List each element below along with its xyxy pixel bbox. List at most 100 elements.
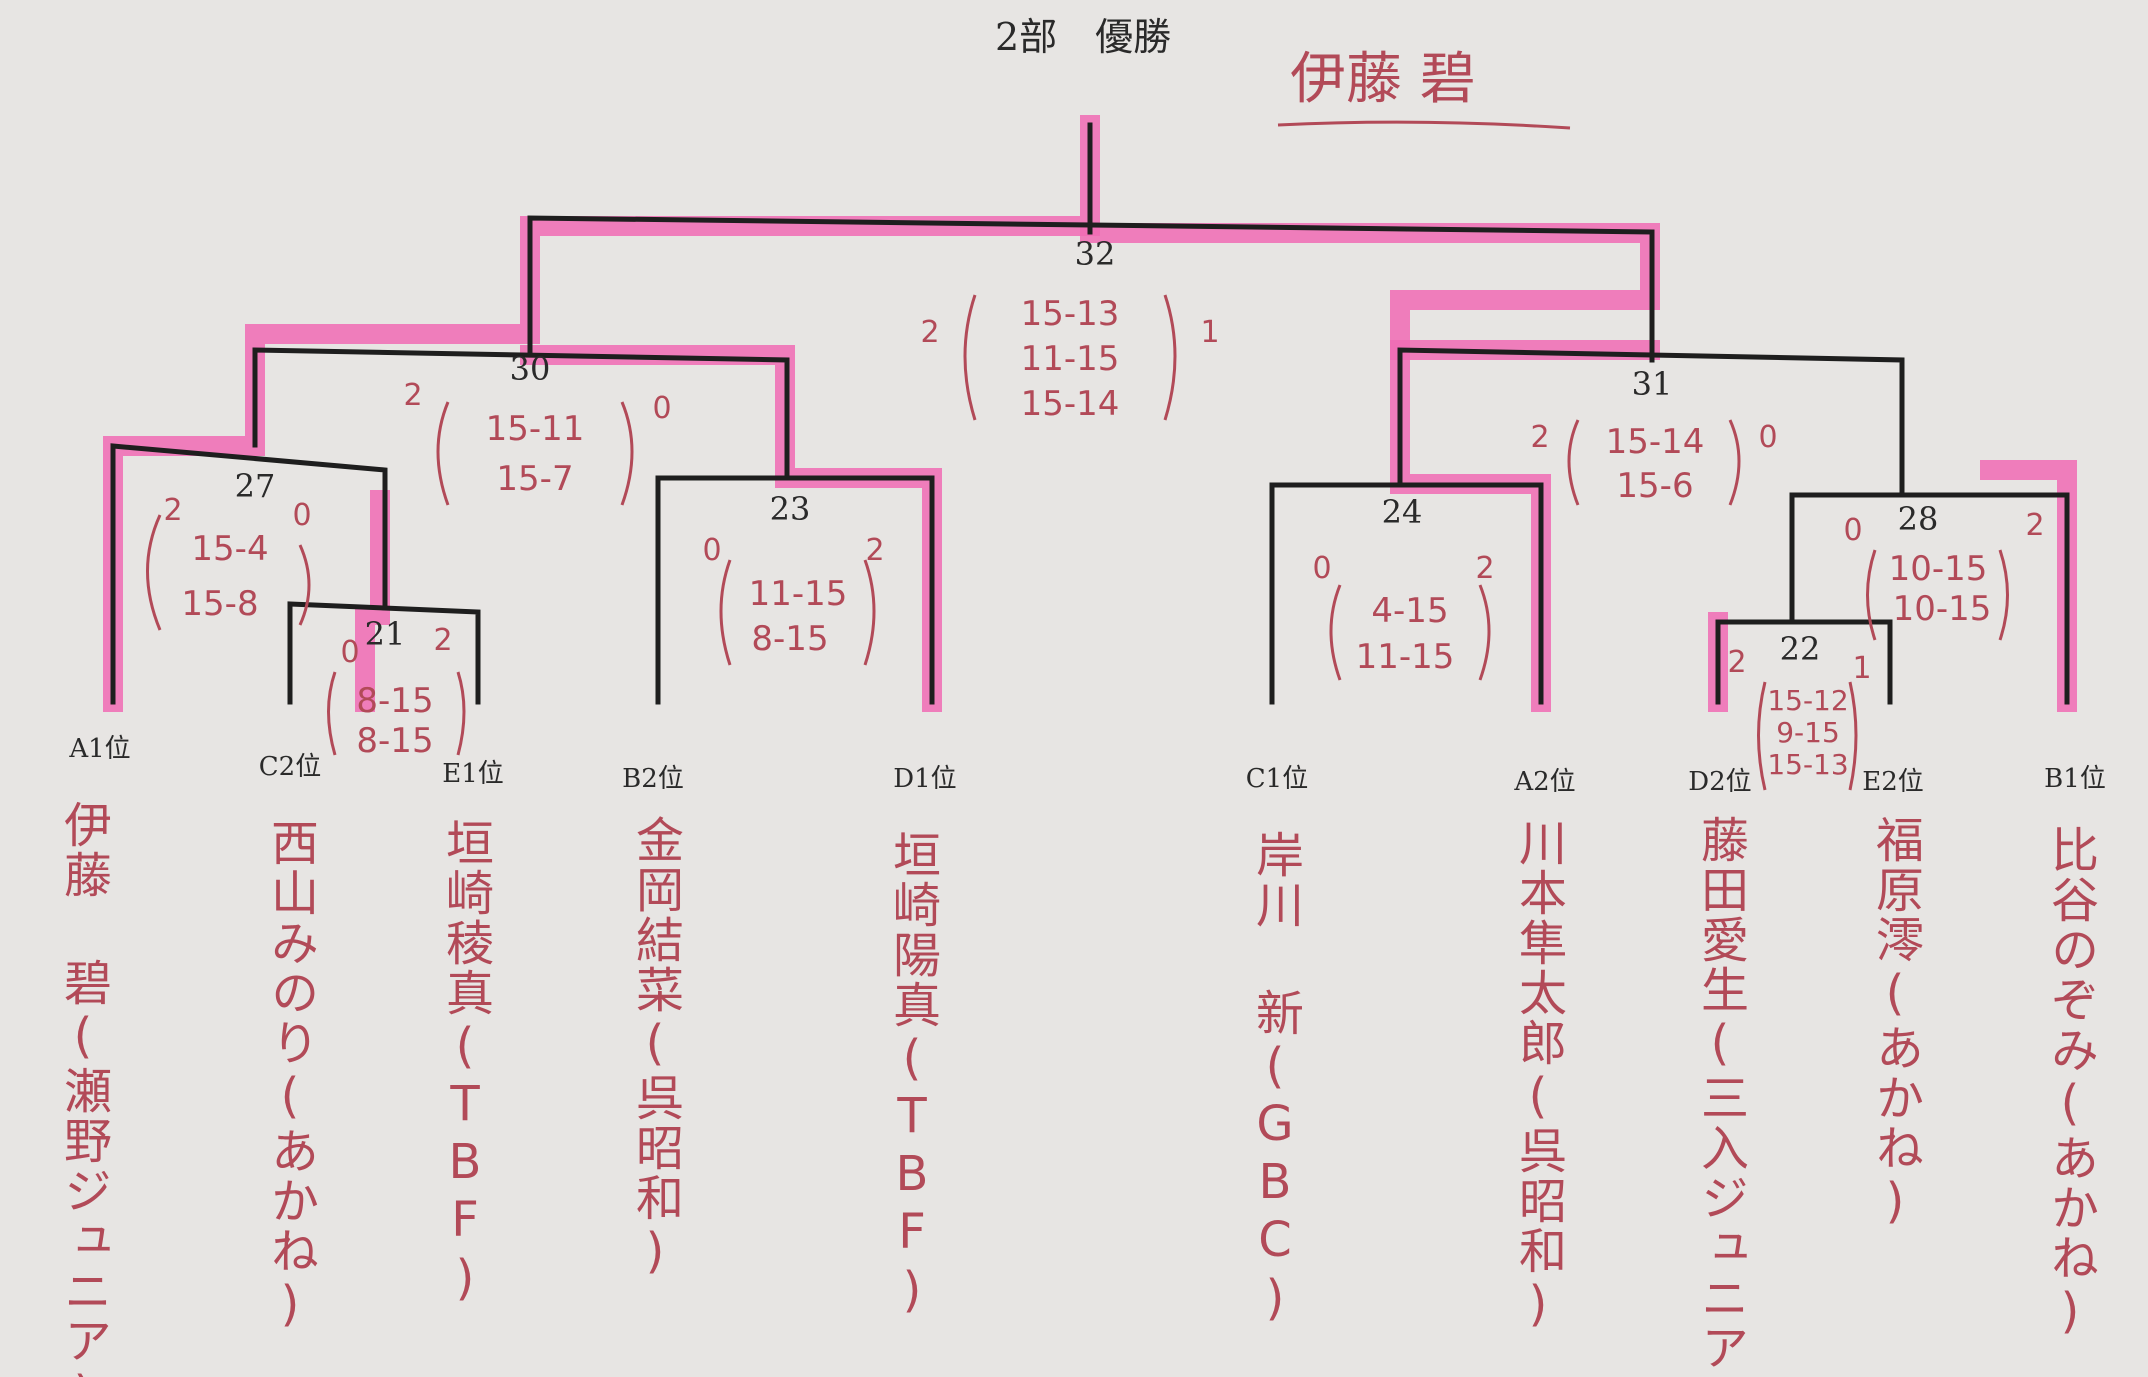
score-21: 0 2 8-15 8-15 [327,623,466,761]
match-number: 31 [1632,365,1673,403]
player-name: 岸川 新(GBC) [1247,830,1303,1328]
games-left: 2 [403,378,422,413]
slot-label: D2位 [1688,767,1751,797]
set-score: 15-4 [191,529,268,569]
games-left: 2 [1530,420,1549,455]
slot-label: A1位 [68,734,130,764]
score-23: 0 2 11-15 8-15 [702,533,885,666]
set-score: 15-14 [1606,422,1705,462]
player-names: 伊藤 碧(瀬野ジュニア) 西山みのり(あかね) 垣崎稜真(TBF) 金岡結菜(呉… [55,800,2098,1377]
games-right: 0 [652,391,671,426]
set-score: 10-15 [1889,549,1988,589]
slot-label: E2位 [1862,767,1924,797]
paren-right [863,559,876,666]
slot-label: A2位 [1513,767,1575,797]
games-left: 0 [1843,513,1862,548]
set-score: 8-15 [356,681,433,721]
set-score: 8-15 [751,619,828,659]
paren-left [146,514,162,631]
paren-right [1478,584,1491,681]
slot-label: D1位 [893,764,956,794]
slot-label: B1位 [2044,764,2106,794]
set-score: 11-15 [749,574,848,614]
games-left: 0 [340,635,359,670]
score-30: 2 0 15-11 15-7 [403,378,672,506]
score-28: 0 2 10-15 10-15 [1843,508,2045,641]
games-left: 2 [920,315,939,350]
set-score: 11-15 [1356,637,1455,677]
match-number: 22 [1780,630,1821,668]
set-score: 15-8 [181,584,258,624]
score-31: 2 0 15-14 15-6 [1530,419,1778,506]
winner-name: 伊藤 碧 [1290,47,1476,112]
games-right: 0 [292,498,311,533]
player-name: 福原澪(あかね) [1867,815,1924,1231]
player-name: 川本隼太郎(呉昭和) [1510,818,1566,1334]
match-number: 24 [1382,493,1423,531]
player-name: 伊藤 碧(瀬野ジュニア) [55,800,112,1377]
games-right: 1 [1200,315,1219,350]
games-right: 0 [1758,420,1777,455]
slot-labels: A1位 C2位 E1位 B2位 D1位 C1位 A2位 D2位 E2位 B1位 [68,734,2105,797]
set-score: 4-15 [1371,591,1448,631]
games-left: 0 [1312,551,1331,586]
games-left: 0 [702,533,721,568]
paren-right [456,671,466,756]
games-right: 2 [1475,551,1494,586]
paren-right [298,544,311,626]
winner-heading: 伊藤 碧 [1277,47,1571,130]
paren-left [719,559,732,666]
slot-label: B2位 [622,764,684,794]
match-number: 21 [365,615,406,653]
games-right: 1 [1852,651,1871,686]
paren-left [436,401,450,506]
score-27: 2 0 15-4 15-8 [146,493,312,631]
paren-right [1848,681,1858,791]
set-score: 9-15 [1776,716,1840,749]
paren-left [963,294,977,421]
games-right: 2 [865,533,884,568]
set-score: 11-15 [1021,339,1120,379]
set-score: 8-15 [356,721,433,761]
match-number: 30 [510,350,551,388]
paren-right [1163,294,1177,421]
paren-right [1728,419,1741,506]
player-name: 比谷のぞみ(あかね) [2042,825,2098,1341]
set-score: 15-12 [1767,684,1848,717]
winner-underline [1277,120,1571,130]
player-name: 垣崎稜真(TBF) [437,818,493,1308]
player-name: 金岡結菜(呉昭和) [627,815,683,1281]
games-right: 2 [433,623,452,658]
games-left: 2 [163,493,182,528]
paren-right [1998,549,2009,641]
score-24: 0 2 4-15 11-15 [1312,551,1495,681]
set-score: 15-13 [1021,294,1120,334]
slot-label: C1位 [1246,764,1308,794]
slot-label: C2位 [259,752,321,782]
match-number: 32 [1075,235,1116,273]
player-name: 西山みのり(あかね) [262,818,318,1334]
paren-left [327,671,337,756]
match-numbers: 32 30 31 27 23 24 28 21 22 [235,235,1939,668]
paren-left [1866,549,1877,641]
set-score: 15-11 [486,409,585,449]
paren-right [620,401,634,506]
set-score: 15-6 [1616,466,1693,506]
paren-left [1757,681,1767,791]
match-number: 28 [1898,500,1939,538]
set-score: 10-15 [1893,589,1992,629]
page-title: 2部 優勝 [995,15,1171,59]
games-left: 2 [1727,645,1746,680]
set-score: 15-13 [1767,748,1848,781]
score-22: 2 1 15-12 9-15 15-13 [1727,645,1872,791]
match-number: 27 [235,467,276,505]
match-number: 23 [770,490,811,528]
bracket-lines [110,122,2070,705]
paren-left [1567,419,1580,506]
score-32: 2 1 15-13 11-15 15-14 [920,294,1219,424]
player-name: 藤田愛生(三入ジュニア) [1692,815,1748,1377]
player-name: 垣崎陽真(TBF) [884,830,940,1320]
slot-label: E1位 [442,759,504,789]
set-score: 15-7 [496,459,573,499]
